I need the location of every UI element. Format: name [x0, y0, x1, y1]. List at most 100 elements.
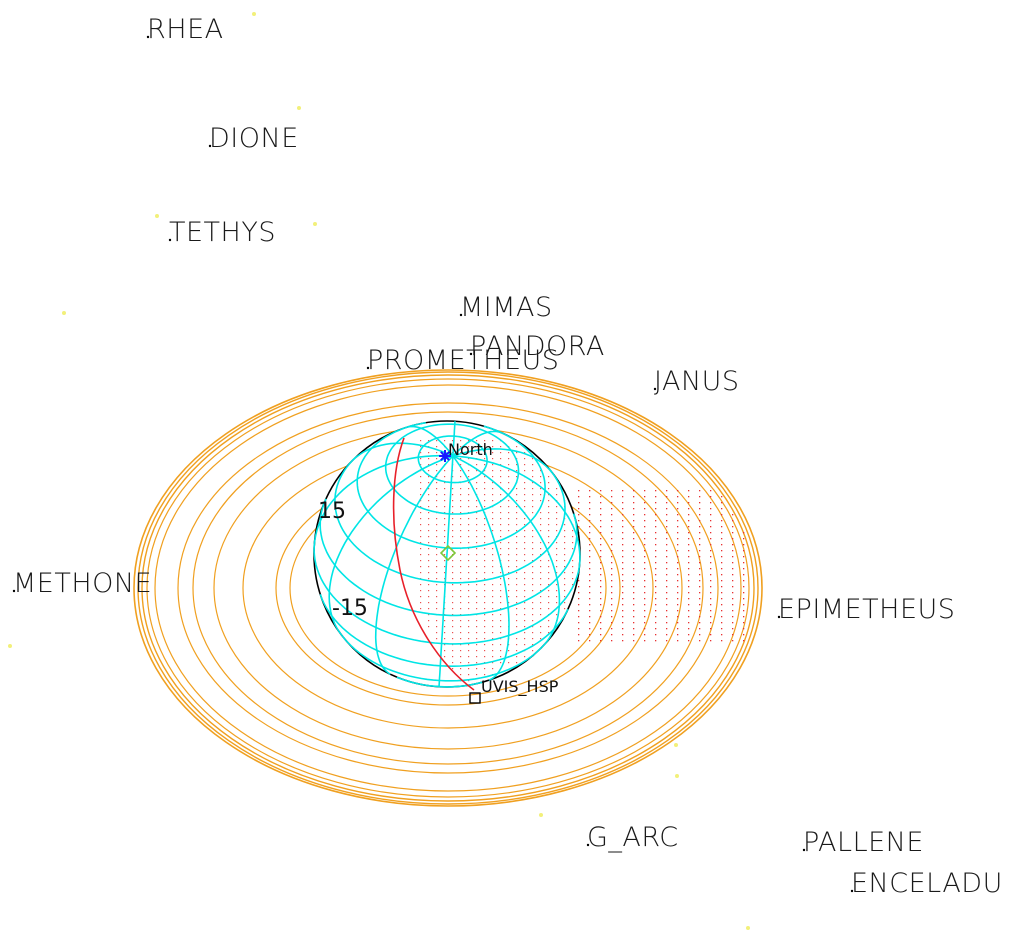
shadow-dot [564, 584, 566, 586]
shadow-dot [516, 548, 518, 550]
shadow-dot [732, 520, 734, 522]
shadow-dot [460, 584, 462, 586]
shadow-dot [622, 568, 624, 570]
shadow-dot [420, 584, 422, 586]
shadow-dot [468, 590, 470, 592]
moon-dione[interactable]: DIONE [208, 123, 299, 154]
shadow-dot [420, 608, 422, 610]
shadow-dot [492, 530, 494, 532]
shadow-dot [644, 496, 646, 498]
shadow-dot [532, 494, 534, 496]
shadow-dot [611, 532, 613, 534]
shadow-dot [578, 586, 580, 588]
shadow-dot [644, 574, 646, 576]
shadow-dot [677, 628, 679, 630]
shadow-dot [468, 440, 470, 442]
shadow-dot [428, 524, 430, 526]
moon-prometheus[interactable]: PROMETHEUS [366, 345, 560, 376]
shadow-dot [655, 616, 657, 618]
shadow-dot [600, 604, 602, 606]
shadow-dot [500, 470, 502, 472]
moon-g-arc[interactable]: G_ARC [586, 822, 679, 853]
shadow-dot [436, 560, 438, 562]
longitude-line [452, 455, 561, 649]
moon-labels: RHEA DIONE TETHYS MIMAS PANDORA PROMETHE… [12, 14, 1003, 899]
shadow-dot [600, 634, 602, 636]
shadow-dot [476, 452, 478, 454]
shadow-dot [444, 638, 446, 640]
moon-enceladus[interactable]: ENCELADU [850, 868, 1003, 899]
shadow-dot [436, 638, 438, 640]
shadow-dot [532, 602, 534, 604]
shadow-dot [436, 506, 438, 508]
moon-methone[interactable]: METHONE [12, 568, 152, 599]
shadow-dot [666, 610, 668, 612]
shadow-dot [428, 482, 430, 484]
shadow-dot [548, 476, 550, 478]
moon-tethys[interactable]: TETHYS [168, 217, 276, 248]
shadow-dot [500, 446, 502, 448]
shadow-dot [743, 610, 745, 612]
shadow-dot [611, 490, 613, 492]
shadow-dot [666, 538, 668, 540]
shadow-dot [468, 680, 470, 682]
shadow-dot [699, 544, 701, 546]
shadow-dot [699, 496, 701, 498]
moon-mimas[interactable]: MIMAS [459, 292, 553, 323]
shadow-dot [492, 518, 494, 520]
shadow-dot [644, 562, 646, 564]
shadow-dot [516, 566, 518, 568]
shadow-dot [721, 610, 723, 612]
shadow-dot [476, 464, 478, 466]
saturn-globe[interactable] [313, 420, 581, 691]
shadow-dot [644, 490, 646, 492]
moon-epimetheus[interactable]: EPIMETHEUS [777, 594, 956, 625]
moon-pallene[interactable]: PALLENE [802, 827, 924, 858]
shadow-dot [710, 514, 712, 516]
shadow-dot [633, 532, 635, 534]
shadow-dot [428, 614, 430, 616]
latitude-label-minus-15: -15 [332, 596, 368, 621]
shadow-dot [743, 604, 745, 606]
moon-rhea[interactable]: RHEA [146, 14, 224, 45]
shadow-dot [532, 578, 534, 580]
shadow-dot [508, 650, 510, 652]
moon-janus[interactable]: JANUS [653, 366, 740, 397]
shadow-dot [710, 562, 712, 564]
subsolar-point-diamond-icon[interactable] [439, 544, 457, 562]
shadow-dot [476, 674, 478, 676]
north-pole-marker[interactable]: North [439, 440, 493, 462]
shadow-dot [677, 490, 679, 492]
shadow-dot [644, 544, 646, 546]
instrument-marker[interactable]: UVIS_HSP [469, 677, 559, 704]
shadow-dot [548, 608, 550, 610]
shadow-dot [476, 632, 478, 634]
moon-pandora[interactable]: PANDORA [469, 331, 605, 362]
shadow-dot [500, 464, 502, 466]
shadow-dot [508, 548, 510, 550]
shadow-dot [633, 502, 635, 504]
shadow-dot [444, 488, 446, 490]
ring-shadow-dots [578, 490, 745, 642]
shadow-dot [460, 524, 462, 526]
shadow-dot [468, 530, 470, 532]
shadow-dot [611, 598, 613, 600]
moon-dot [469, 352, 473, 356]
shadow-dot [444, 506, 446, 508]
shadow-dot [633, 508, 635, 510]
shadow-dot [655, 586, 657, 588]
shadow-dot [444, 560, 446, 562]
shadow-dot [532, 590, 534, 592]
shadow-dot [732, 628, 734, 630]
shadow-dot [428, 464, 430, 466]
shadow-dot [508, 458, 510, 460]
shadow-dot [484, 596, 486, 598]
shadow-dot [476, 500, 478, 502]
shadow-dot [622, 514, 624, 516]
shadow-dot [468, 482, 470, 484]
shadow-dot [578, 616, 580, 618]
shadow-dot [532, 566, 534, 568]
shadow-dot [436, 494, 438, 496]
shadow-dot [666, 616, 668, 618]
